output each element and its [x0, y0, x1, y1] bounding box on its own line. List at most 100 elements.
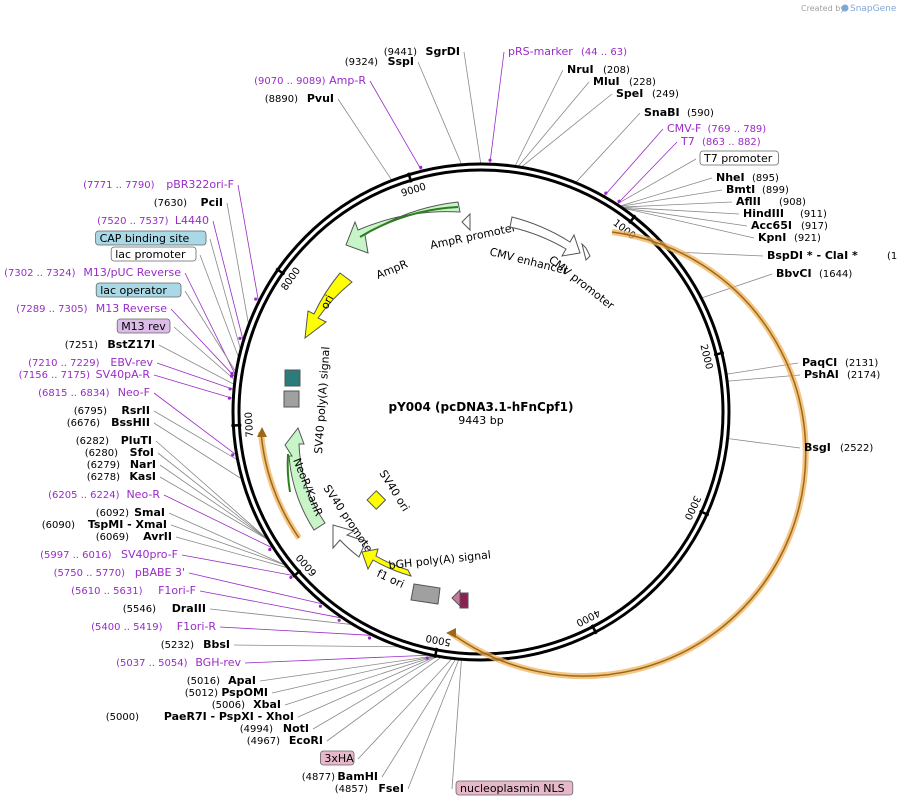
- label-sgrdi[interactable]: (9441)SgrDI: [384, 45, 460, 58]
- label-hindiii[interactable]: HindIII(911): [743, 207, 827, 220]
- label-smai[interactable]: (6092)SmaI: [96, 506, 165, 519]
- leader-bgh-rev: [244, 654, 428, 664]
- label-sv40pro-f[interactable]: (5997 .. 6016)SV40pro-F: [40, 548, 178, 561]
- leader-f1ori-r: [219, 626, 371, 636]
- leader-snabi: [575, 112, 641, 183]
- primer-site-pbr322ori-f: [254, 297, 258, 301]
- label-nrui[interactable]: NruI(208): [567, 63, 630, 76]
- label-spei[interactable]: SpeI(249): [616, 87, 679, 100]
- label-pbabe-3[interactable]: (5750 .. 5770)pBABE 3': [54, 566, 185, 579]
- tick-1000: [628, 214, 637, 224]
- label-amp-r[interactable]: (9070 .. 9089)Amp-R: [254, 74, 366, 87]
- feature-name: nucleoplasmin NLS: [460, 782, 565, 795]
- label-apai[interactable]: (5016)ApaI: [187, 674, 256, 687]
- label-paer7i-pspxi-xhoi[interactable]: (5000)PaeR7I - PspXI - XhoI: [106, 710, 294, 723]
- cpf1-orf-band[interactable]: [449, 229, 809, 680]
- neor-kanr-arrow[interactable]: [284, 426, 326, 531]
- label-tspmi-xmai[interactable]: (6090)TspMI - XmaI: [42, 518, 167, 531]
- sv40-polya-block-teal[interactable]: [284, 369, 301, 387]
- label-3xha[interactable]: 3xHA: [319, 750, 355, 766]
- enzyme-position: (208): [603, 65, 630, 76]
- enzyme-position: (228): [629, 77, 656, 88]
- label-nari[interactable]: (6279)NarI: [87, 458, 156, 471]
- primer-site-f1ori-f: [337, 618, 341, 622]
- label-pspomi[interactable]: (5012)PspOMI: [185, 686, 268, 699]
- enzyme-name: BstZ17I: [107, 338, 155, 351]
- label-aflii[interactable]: AflII(908): [736, 195, 806, 208]
- label-bbsi[interactable]: (5232)BbsI: [161, 638, 230, 651]
- label-bsgi[interactable]: BsgI(2522): [804, 441, 873, 454]
- sv40-ori-block[interactable]: [366, 490, 387, 510]
- label-bmti[interactable]: BmtI(899): [726, 183, 789, 196]
- ampr-promoter-arrow[interactable]: [461, 212, 471, 232]
- label-rsrii[interactable]: (6795)RsrII: [74, 404, 150, 417]
- label-pvui[interactable]: (8890)PvuI: [265, 92, 334, 105]
- sv40-polya-block-grey[interactable]: [283, 390, 300, 408]
- label-nucleoplasmin-nls[interactable]: nucleoplasmin NLS: [455, 780, 574, 796]
- label-kasi[interactable]: (6278)KasI: [87, 470, 156, 483]
- label-ecori[interactable]: (4967)EcoRI: [247, 734, 323, 747]
- label-pluti[interactable]: (6282)PluTI: [76, 434, 152, 447]
- primer-name: pRS-marker: [508, 45, 573, 58]
- label-paqci[interactable]: PaqCI(2131): [802, 356, 878, 369]
- label-bamhi[interactable]: (4877)BamHI: [302, 770, 378, 783]
- label-fsei[interactable]: (4857)FseI: [335, 782, 404, 795]
- label-bgh-rev[interactable]: (5037 .. 5054)BGH-rev: [116, 656, 241, 669]
- tick-9000: [407, 172, 413, 183]
- label-lac-promoter[interactable]: lac promoter: [110, 246, 197, 262]
- label-m13-reverse[interactable]: (7289 .. 7305)M13 Reverse: [16, 302, 167, 315]
- enzyme-position: (921): [794, 233, 821, 244]
- label-prs-marker[interactable]: pRS-marker(44 .. 63): [508, 45, 627, 58]
- primer-name: Neo-F: [118, 386, 150, 399]
- label-pbr322ori-f[interactable]: (7771 .. 7790)pBR322ori-F: [83, 178, 234, 191]
- cmv-enhancer-arrow[interactable]: [509, 216, 581, 257]
- bgh-small-block[interactable]: [459, 592, 469, 609]
- enzyme-position: (4994): [240, 724, 273, 735]
- label-neo-f[interactable]: (6815 .. 6834) Neo-F: [38, 386, 150, 399]
- label-l4440[interactable]: (7520 .. 7537)L4440: [97, 214, 209, 227]
- enzyme-name: BamHI: [337, 770, 378, 783]
- label-neo-r[interactable]: (6205 .. 6224)Neo-R: [48, 488, 160, 501]
- label-bsshii[interactable]: (6676)BssHII: [67, 416, 150, 429]
- label-t7[interactable]: T7(863 .. 882): [680, 135, 761, 148]
- label-sspi[interactable]: (9324)SspI: [345, 55, 414, 68]
- snapgene-text: SnapGene: [850, 4, 897, 14]
- label-pcii[interactable]: (7630)PciI: [154, 196, 223, 209]
- primer-position: (6815 .. 6834): [38, 388, 110, 399]
- label-bbvci[interactable]: BbvCI(1644): [776, 267, 852, 280]
- label-nhei[interactable]: NheI(895): [716, 171, 779, 184]
- bgh-polya-block[interactable]: [410, 583, 441, 605]
- label-f1ori-r[interactable]: (5400 .. 5419)F1ori-R: [91, 620, 216, 633]
- label-m13-puc-reverse[interactable]: (7302 .. 7324)M13/pUC Reverse: [4, 266, 181, 279]
- ori-arrow[interactable]: [304, 272, 353, 340]
- label-sfoi[interactable]: (6280)SfoI: [85, 446, 154, 459]
- label-m13-rev[interactable]: M13 rev: [116, 318, 171, 334]
- sv40-promoter-arrow[interactable]: [332, 524, 367, 558]
- primer-position: (769 .. 789): [708, 124, 767, 135]
- label-sv40pa-r[interactable]: (7156 .. 7175)SV40pA-R: [19, 368, 151, 381]
- primer-site-m13-reverse: [229, 374, 234, 378]
- label-mlui[interactable]: MluI(228): [593, 75, 656, 88]
- label-t7-promoter[interactable]: T7 promoter: [699, 150, 779, 166]
- label-draiii[interactable]: (5546)DraIII: [123, 602, 206, 615]
- label-avrii[interactable]: (6069)AvrII: [96, 530, 172, 543]
- f1-ori-arrow[interactable]: [361, 548, 412, 577]
- cmv-promoter-arrow[interactable]: [581, 242, 591, 261]
- label-noti[interactable]: (4994)NotI: [240, 722, 309, 735]
- label-lac-operator[interactable]: lac operator: [95, 282, 182, 298]
- label-cap-binding-site[interactable]: CAP binding site: [95, 230, 207, 246]
- label-bstz17i[interactable]: (7251)BstZ17I: [65, 338, 155, 351]
- label-pshai[interactable]: PshAI(2174): [804, 368, 880, 381]
- label-cmv-f[interactable]: CMV-F(769 .. 789): [667, 122, 766, 135]
- leader-bbsi: [233, 644, 399, 648]
- label-f1ori-f[interactable]: (5610 .. 5631)F1ori-F: [71, 584, 196, 597]
- leader-nrui: [514, 69, 564, 166]
- label-xbai[interactable]: (5006)XbaI: [212, 698, 281, 711]
- label-kpni[interactable]: KpnI(921): [758, 231, 821, 244]
- label-ebv-rev[interactable]: (7210 .. 7229)EBV-rev: [28, 356, 153, 369]
- label-bspdi-clai[interactable]: BspDI * - ClaI *(1311): [767, 249, 898, 262]
- label-acc65i[interactable]: Acc65I(917): [751, 219, 828, 232]
- enzyme-position: (7630): [154, 198, 187, 209]
- label-snabi[interactable]: SnaBI(590): [644, 106, 714, 119]
- enzyme-position: (4857): [335, 784, 368, 795]
